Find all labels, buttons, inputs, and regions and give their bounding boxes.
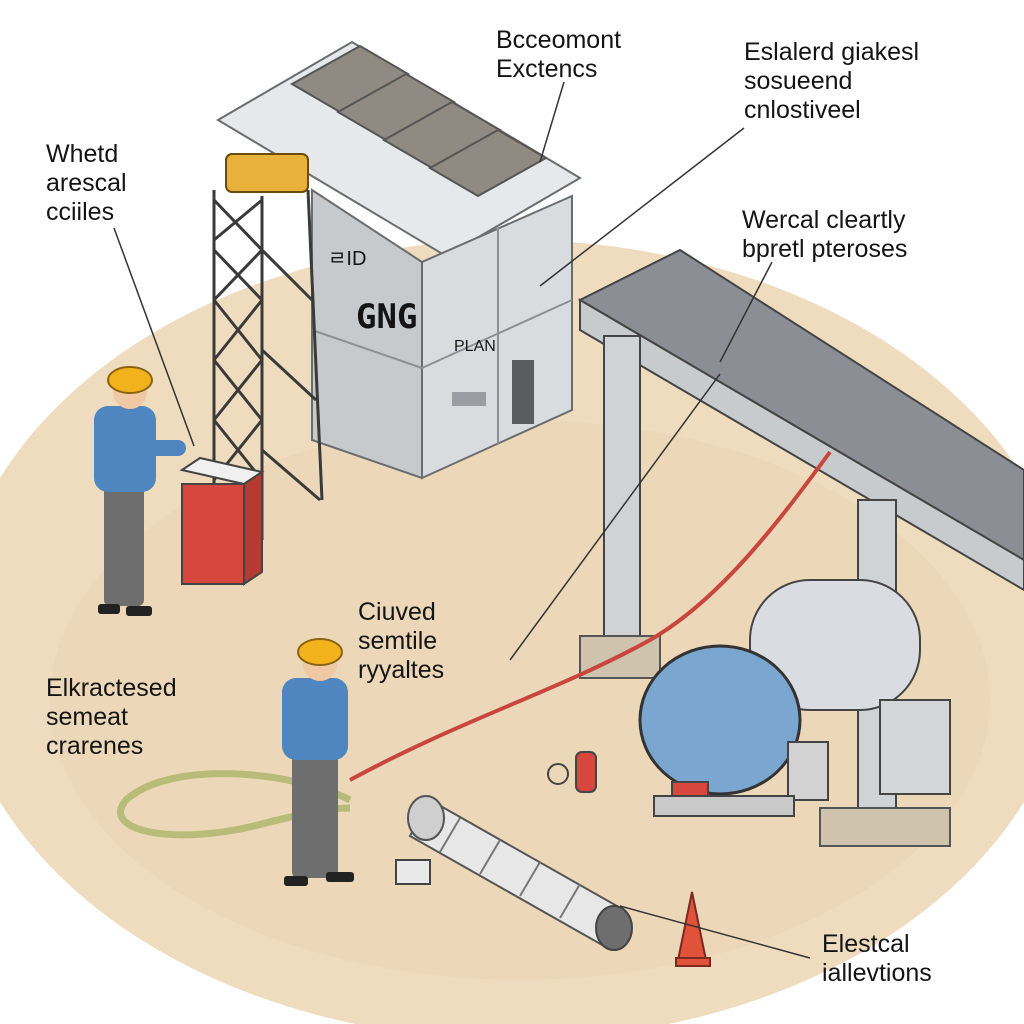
equipment-box [787,741,829,801]
control-building [216,40,582,480]
conveyor-structure [577,248,1024,847]
tank-assembly [638,579,951,817]
label-bcceomont-exctencs: Bcceomont Exctencs [496,26,622,83]
building-sign-main: GNG [356,297,418,337]
label-elestcal-iallevtions: Elestcal iallevtions [822,930,932,987]
tower-equipment [225,153,309,193]
label-eslalerd-giakesl: Eslalerd giakesl sosueend cnlostiveel [744,38,920,124]
silver-tank [749,579,921,711]
building-sign-top: ㄹΙD [328,248,367,270]
red-control-cabinet [179,456,265,586]
solar-panel [381,100,503,170]
solar-panel [289,44,411,114]
label-whetd-arescal: Whetd arescal cciiles [46,140,127,226]
hard-hat-icon [107,366,153,394]
blue-tank [638,644,802,796]
leader-lines [113,81,811,959]
corrugated-pipe [407,795,633,951]
fire-extinguisher-icon [547,751,597,793]
red-cable [349,450,832,782]
label-ciuved-semtile: Ciuved semtile ryyaltes [358,598,445,684]
support-base [819,807,951,847]
worker-left [94,366,186,616]
building-sign-small: PLAN [454,338,496,355]
label-elkractesed-semeat: Elkractesed semeat crarenes [46,674,177,760]
hard-hat-icon [297,638,343,666]
wall-seam-3 [421,299,573,369]
building-vent [452,392,486,406]
base-grate [653,795,795,817]
conveyor-frame [579,298,1024,592]
wall-seam-2 [311,329,423,369]
small-equipment-box [395,859,431,885]
solar-panel [335,72,457,142]
label-wercal-cleartly: Wercal cleartly bpretl pteroses [742,206,908,263]
worker-center [282,638,354,886]
building-door [512,360,534,424]
solar-panel [427,128,549,198]
electrical-panel [879,699,951,795]
